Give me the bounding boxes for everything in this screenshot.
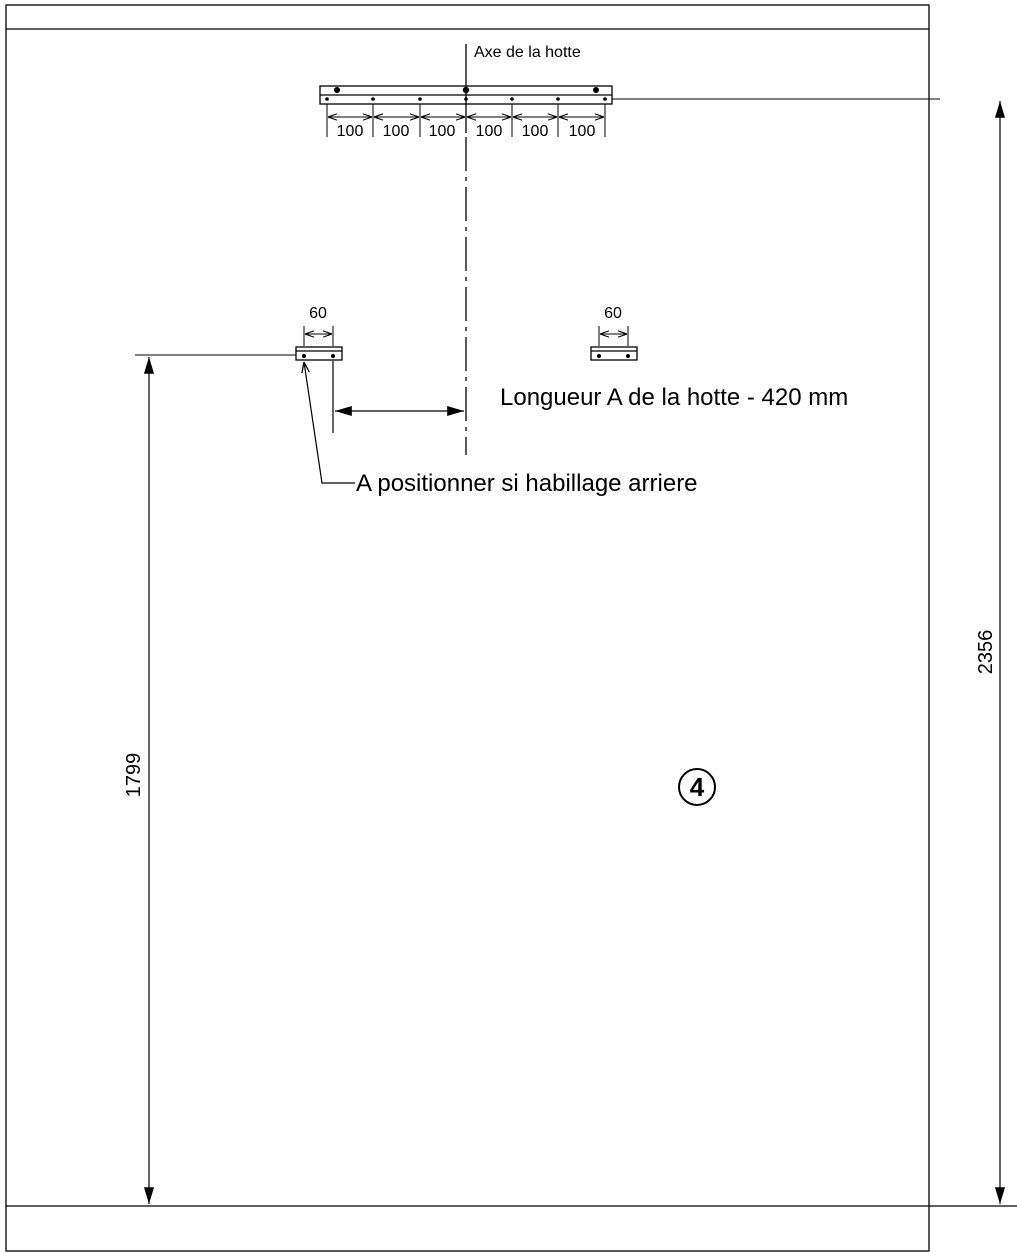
right-height-label: 2356 xyxy=(975,630,997,675)
left-bracket-dimension xyxy=(303,326,334,346)
left-bracket-holes xyxy=(302,354,335,358)
right-bracket-holes xyxy=(597,354,630,358)
spacing-label: 100 xyxy=(522,123,549,140)
right-bracket-width: 60 xyxy=(604,305,622,322)
left-bracket xyxy=(135,346,343,361)
axis-label: Axe de la hotte xyxy=(474,44,581,61)
spacing-label: 100 xyxy=(337,123,364,140)
left-height-label: 1799 xyxy=(123,753,145,798)
bracket-offset-dimension xyxy=(332,361,464,433)
spacing-dimension xyxy=(326,104,606,137)
position-leader xyxy=(304,362,355,484)
spacing-label: 100 xyxy=(429,123,456,140)
length-note: Longueur A de la hotte - 420 mm xyxy=(500,384,848,411)
spacing-label: 100 xyxy=(476,123,503,140)
page-frame xyxy=(5,4,1017,1252)
spacing-label: 100 xyxy=(383,123,410,140)
spacing-labels: 100 100 100 100 100 100 xyxy=(337,123,596,140)
top-rail xyxy=(319,85,940,105)
right-bracket xyxy=(590,346,638,361)
figure-number: 4 xyxy=(690,772,705,802)
figure-number-badge xyxy=(678,768,716,806)
position-note: A positionner si habillage arriere xyxy=(356,470,698,497)
left-bracket-width: 60 xyxy=(309,305,327,322)
spacing-label: 100 xyxy=(569,123,596,140)
rail-holes xyxy=(325,86,607,101)
right-bracket-dimension xyxy=(598,326,629,346)
